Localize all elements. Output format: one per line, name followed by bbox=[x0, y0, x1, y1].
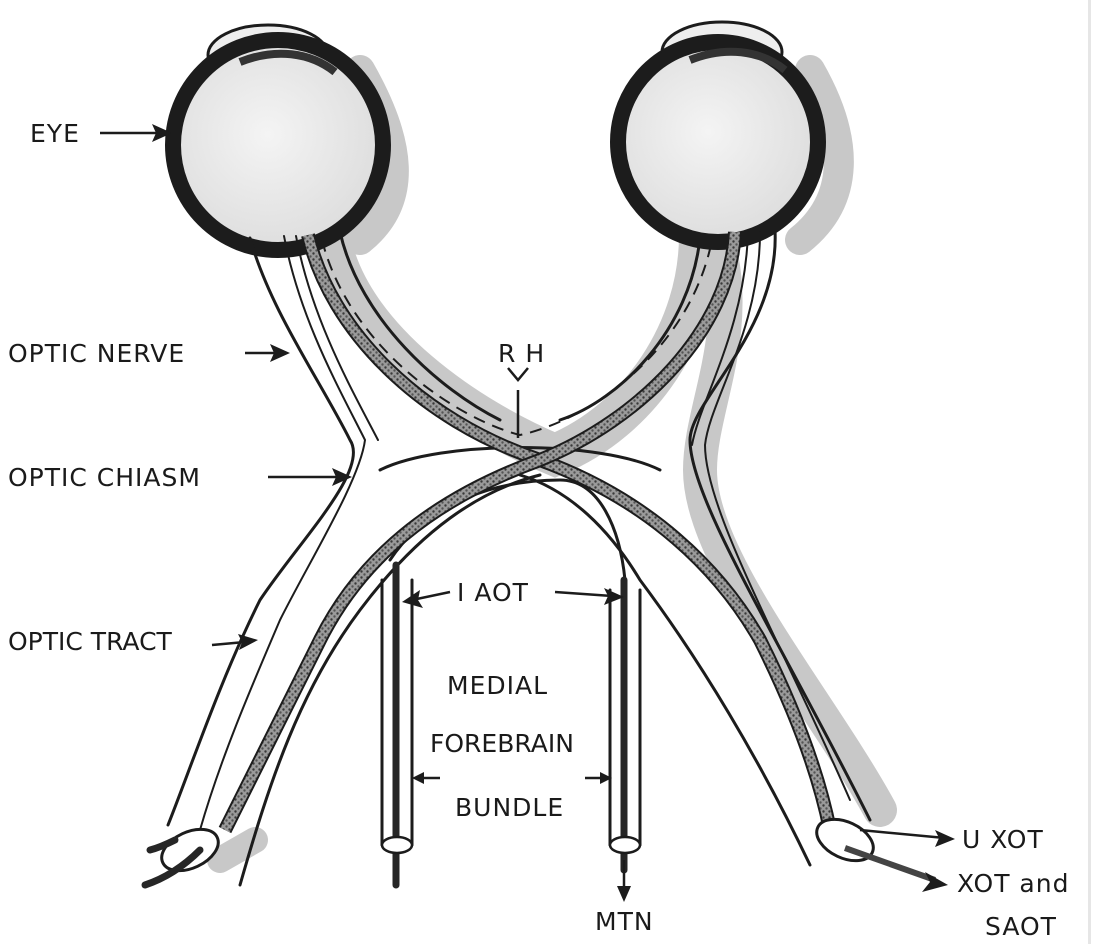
label-rh: R H bbox=[498, 339, 545, 368]
label-medial: MEDIAL bbox=[447, 671, 548, 700]
medial-forebrain-bundle-left bbox=[382, 565, 412, 885]
label-optic-tract: OPTIC TRACT bbox=[8, 627, 173, 656]
label-iaot: I AOT bbox=[457, 578, 529, 607]
label-uxot: U XOT bbox=[962, 825, 1044, 854]
label-optic-chiasm: OPTIC CHIASM bbox=[8, 463, 201, 492]
label-xot-and: XOT and bbox=[957, 869, 1069, 898]
medial-forebrain-bundle-right bbox=[610, 580, 640, 870]
label-bundle: BUNDLE bbox=[455, 793, 564, 822]
label-optic-nerve: OPTIC NERVE bbox=[8, 339, 185, 368]
label-mtn: MTN bbox=[595, 907, 654, 936]
label-eye: EYE bbox=[30, 119, 80, 148]
label-saot: SAOT bbox=[985, 912, 1057, 941]
right-eye bbox=[618, 22, 818, 242]
label-forebrain: FOREBRAIN bbox=[430, 729, 574, 758]
